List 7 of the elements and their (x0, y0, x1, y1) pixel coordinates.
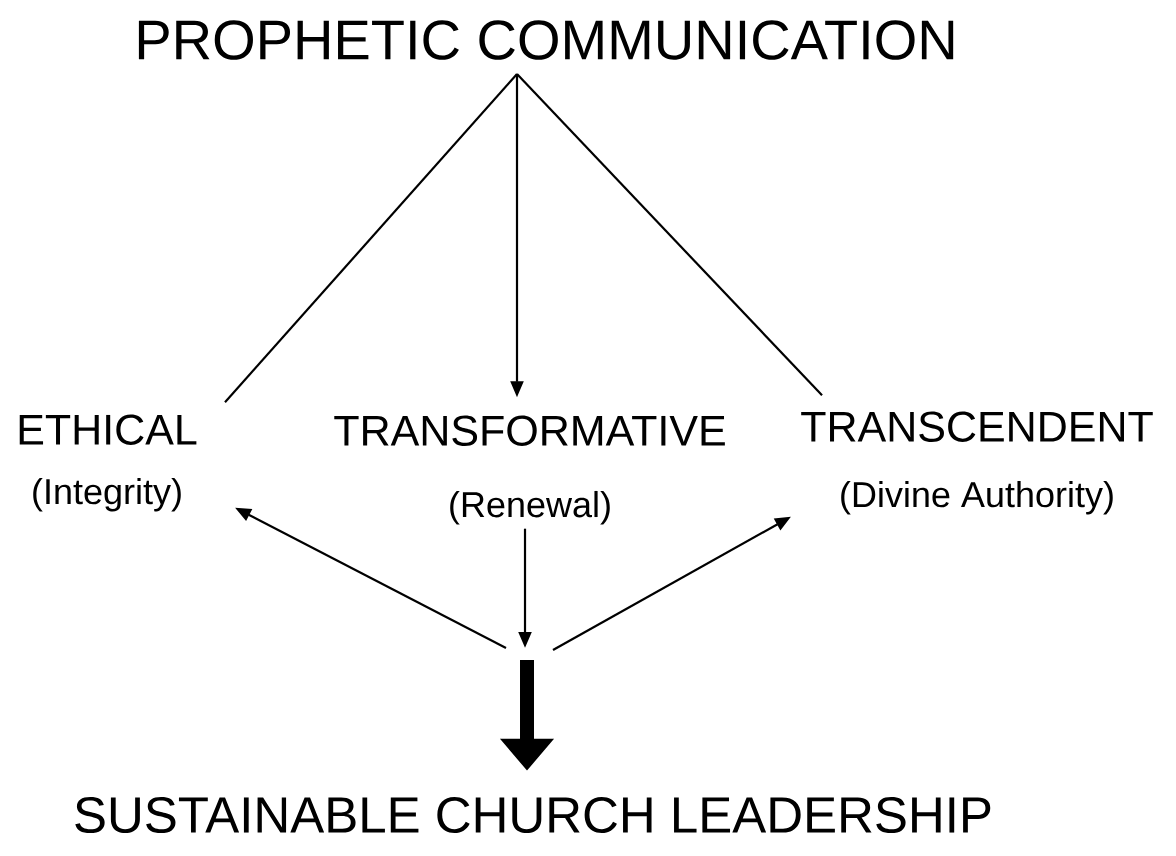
heading: SUSTAINABLE CHURCH LEADERSHIP (75, 796, 991, 834)
heading: PROPHETIC COMMUNICATION (138, 20, 954, 60)
concept-label: ETHICAL (Integrity) (19, 414, 197, 512)
concept-label: TRANSFORMATIVE (Renewal) (334, 415, 725, 525)
connector-line (516, 73, 823, 397)
connector-line (224, 73, 518, 404)
concept-label: TRANSCENDENT (Divine Authority) (801, 411, 1153, 515)
